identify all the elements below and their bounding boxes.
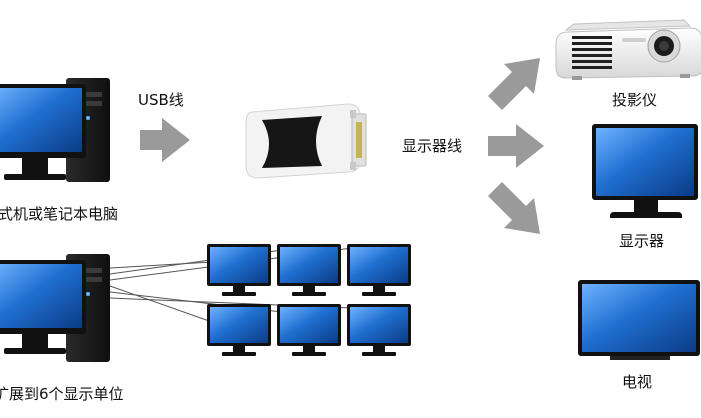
arrow-usb-icon (140, 118, 190, 162)
usb-cable-label: USB线 (138, 91, 184, 109)
small-monitor-5 (277, 304, 341, 356)
projector-icon (555, 19, 701, 80)
small-monitor-3 (347, 244, 411, 296)
arrow-display-icon (488, 124, 544, 168)
small-monitor-2 (277, 244, 341, 296)
source-pc-icon (0, 78, 110, 182)
extend-pc-icon (0, 254, 110, 362)
arrow-down-right-icon (488, 182, 540, 234)
extend-six-label: 扩展到6个显示单位 (0, 385, 124, 403)
projector-label: 投影仪 (612, 91, 658, 109)
source-pc-label: 式机或笔记本电脑 (0, 205, 119, 223)
tv-icon (578, 280, 700, 360)
tv-label: 电视 (622, 373, 653, 391)
display-cable-label: 显示器线 (402, 137, 463, 155)
usb-display-adapter-icon (245, 103, 367, 179)
small-monitor-1 (207, 244, 271, 296)
monitor-icon (592, 124, 698, 218)
small-monitor-4 (207, 304, 271, 356)
monitor-label: 显示器 (619, 232, 665, 250)
small-monitor-6 (347, 304, 411, 356)
six-monitors-grid (207, 244, 411, 356)
arrow-up-right-icon (488, 58, 540, 110)
